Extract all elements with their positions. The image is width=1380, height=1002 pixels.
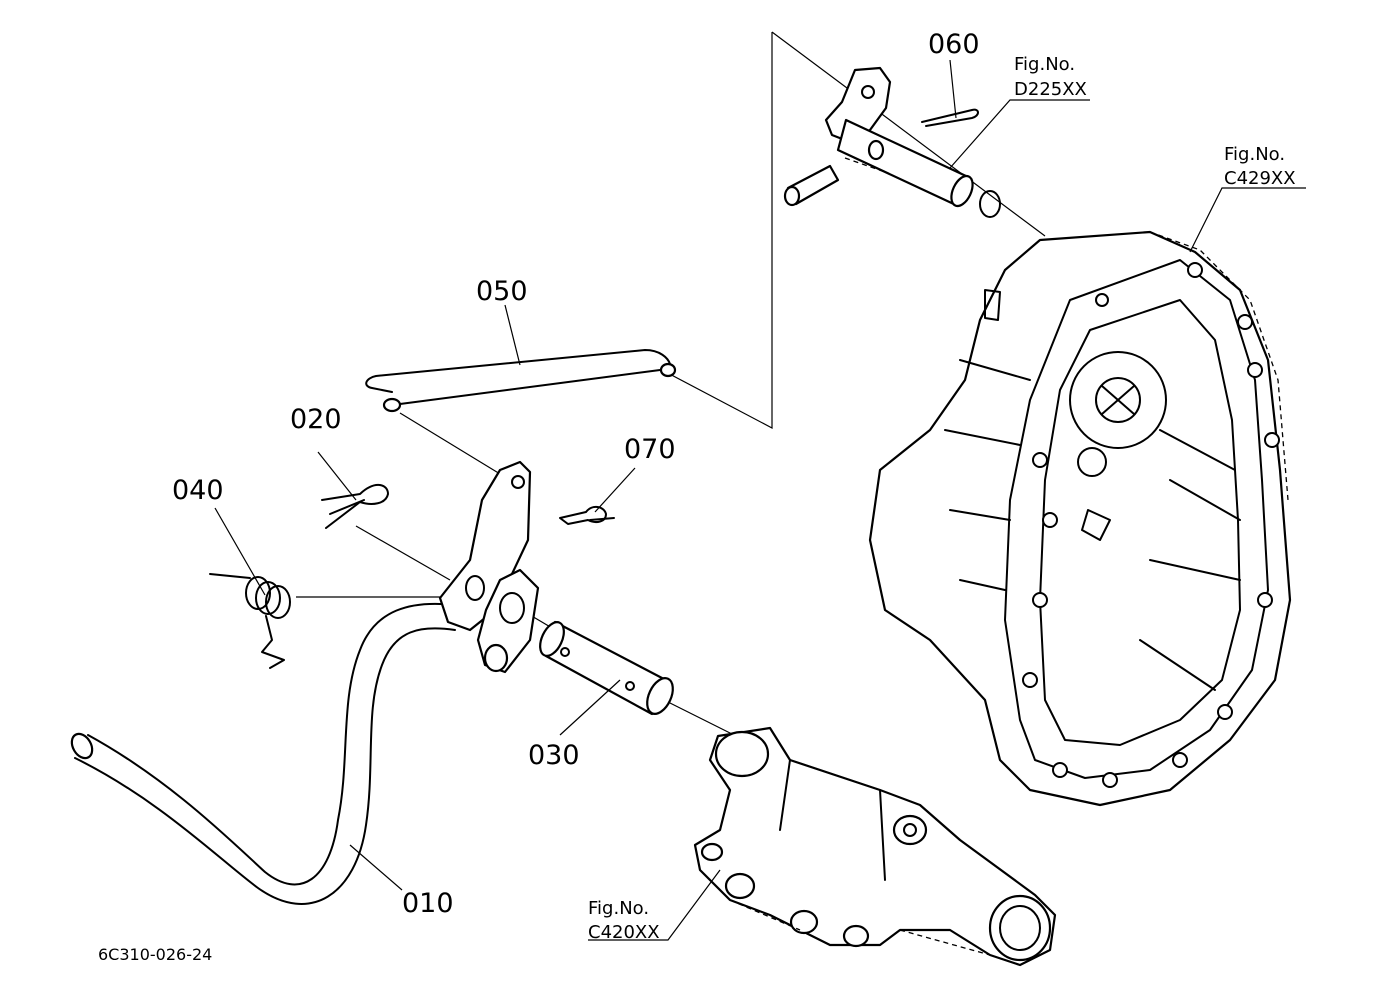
ref-c420-prefix: Fig.No. [588,898,649,919]
ref-c429-prefix: Fig.No. [1224,144,1285,165]
callout-020[interactable]: 020 [290,404,342,435]
callout-010[interactable]: 010 [402,888,454,919]
figure-refs: Fig.No. D225XX Fig.No. C429XX Fig.No. C4… [588,54,1296,943]
ref-c420-number[interactable]: C420XX [588,922,660,943]
callout-050[interactable]: 050 [476,276,528,307]
transmission-housing [868,230,1292,807]
split-pin-070[interactable] [559,506,615,525]
ref-d225-number[interactable]: D225XX [1014,79,1087,100]
callout-040[interactable]: 040 [172,475,224,506]
case-body [693,726,1057,967]
callout-030[interactable]: 030 [528,740,580,771]
ref-d225-prefix: Fig.No. [1014,54,1075,75]
split-pin-020[interactable] [321,484,389,529]
lever-bracket[interactable] [438,460,540,674]
pin-030[interactable] [535,618,678,717]
drawing-code: 6C310-026-24 [98,945,212,964]
shift-lever-010[interactable] [68,602,456,905]
rod-050[interactable] [365,349,677,413]
leader-lines [214,59,1306,941]
callouts: 010 020 030 040 050 060 070 [172,29,980,919]
ref-c429-number[interactable]: C429XX [1224,168,1296,189]
shaft-assembly-060[interactable] [783,66,1001,218]
callout-060[interactable]: 060 [928,29,980,60]
callout-070[interactable]: 070 [624,434,676,465]
spring-040[interactable] [209,573,291,669]
